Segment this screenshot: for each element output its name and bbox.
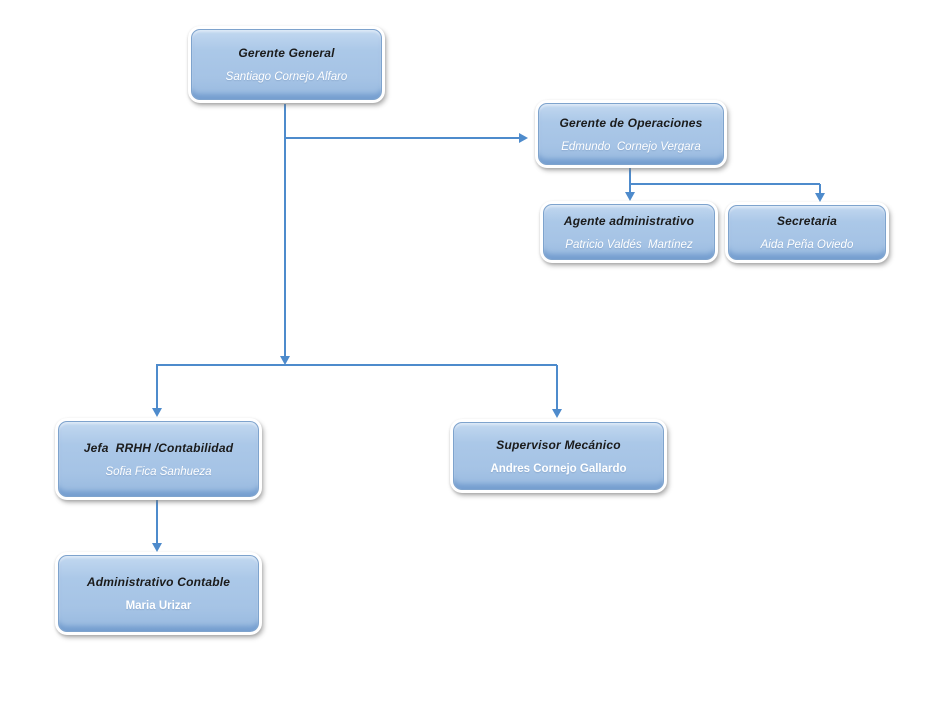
org-node-agente-administrativo: Agente administrativo Patricio Valdés Ma… <box>540 201 718 263</box>
org-node-supervisor-mecanico: Supervisor Mecánico Andres Cornejo Galla… <box>450 419 667 493</box>
node-person-name: Maria Urizar <box>125 600 192 612</box>
connector-operaciones-drop <box>629 168 631 184</box>
node-title: Jefa RRHH /Contabilidad <box>83 440 234 455</box>
connector-operaciones-horizontal <box>629 183 820 185</box>
node-person-name: Santiago Cornejo Alfaro <box>225 71 348 83</box>
node-person-name: Andres Cornejo Gallardo <box>490 462 627 475</box>
org-node-gerente-general: Gerente General Santiago Cornejo Alfaro <box>188 26 385 103</box>
connector-gg-trunk-vertical <box>284 104 286 357</box>
org-node-secretaria: Secretaria Aida Peña Oviedo <box>725 202 889 263</box>
arrow-down-icon <box>152 543 162 552</box>
connector-jefa-to-contable <box>156 500 158 543</box>
arrow-right-icon <box>519 133 528 143</box>
node-person-name: Aida Peña Oviedo <box>760 239 854 251</box>
node-person-name: Patricio Valdés Martínez <box>565 238 693 251</box>
connector-to-secretaria-vertical <box>819 184 821 193</box>
arrow-down-icon <box>152 408 162 417</box>
node-title: Agente administrativo <box>563 213 695 228</box>
connector-to-supervisor-vertical <box>556 365 558 409</box>
arrow-down-icon <box>552 409 562 418</box>
connector-lower-horizontal <box>156 364 557 366</box>
arrow-down-icon <box>625 192 635 201</box>
node-title: Secretaria <box>776 214 838 228</box>
node-title: Gerente General <box>238 46 335 60</box>
connector-gg-to-operaciones <box>285 137 519 139</box>
node-title: Gerente de Operaciones <box>559 115 703 130</box>
arrow-down-icon <box>815 193 825 202</box>
node-person-name: Edmundo Cornejo Vergara <box>561 140 701 153</box>
connector-to-jefa-vertical <box>156 365 158 408</box>
node-person-name: Sofia Fica Sanhueza <box>105 465 212 478</box>
node-title: Administrativo Contable <box>86 575 231 589</box>
node-title: Supervisor Mecánico <box>496 437 621 452</box>
org-node-jefa-rrhh-contabilidad: Jefa RRHH /Contabilidad Sofia Fica Sanhu… <box>55 418 262 500</box>
arrow-down-icon <box>280 356 290 365</box>
org-node-gerente-operaciones: Gerente de Operaciones Edmundo Cornejo V… <box>535 100 727 168</box>
connector-to-agente-vertical <box>629 184 631 192</box>
org-node-administrativo-contable: Administrativo Contable Maria Urizar <box>55 552 262 635</box>
